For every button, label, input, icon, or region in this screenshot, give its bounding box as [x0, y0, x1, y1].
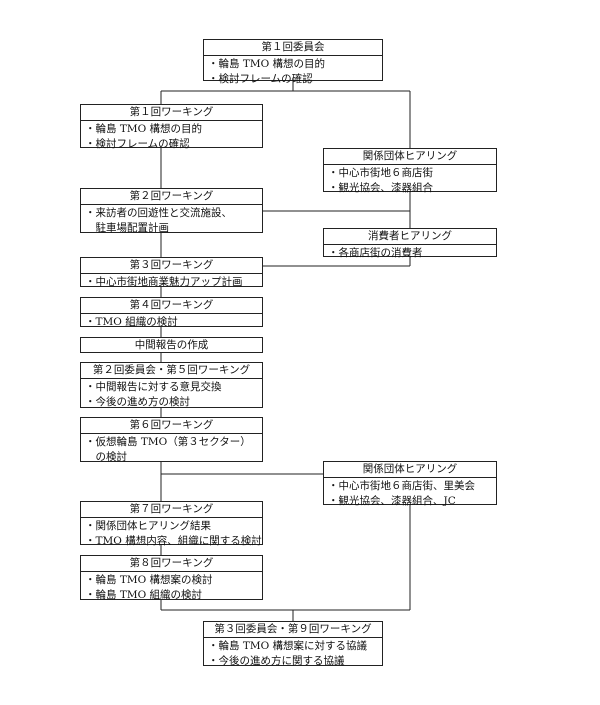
box-title: 関係団体ヒアリング [324, 149, 496, 165]
box-title: 第３回ワーキング [81, 258, 262, 274]
box-line: ・今後の進め方に関する協議 [208, 654, 345, 667]
box-line: ・輪島 TMO 構想の目的 [208, 58, 326, 70]
box-line: ・観光協会、漆器組合 [328, 181, 433, 194]
working-6-box: 第６回ワーキング ・仮想輪島 TMO（第３セクター） の検討 [80, 417, 263, 463]
consumer-hearing-box: 消費者ヒアリング ・各商店街の消費者 [323, 228, 497, 259]
box-line: ・輪島 TMO 構想案に対する協議 [208, 640, 368, 652]
box-line: ・各商店街の消費者 [328, 247, 423, 259]
interim-report-box: 中間報告の作成 [80, 337, 263, 353]
box-line: ・観光協会、漆器組合、JC [328, 494, 456, 507]
committee-2-working-5-box: 第２回委員会・第５回ワーキング ・中間報告に対する意見交換 ・今後の進め方の検討 [80, 362, 263, 408]
org-hearing-1-box: 関係団体ヒアリング ・中心市街地６商店街 ・観光協会、漆器組合 [323, 148, 497, 194]
box-line: ・TMO 組織の検討 [85, 316, 178, 328]
box-line: 駐車場配置計画 [85, 221, 169, 234]
box-line: ・仮想輪島 TMO（第３セクター） [85, 436, 251, 448]
working-1-box: 第１回ワーキング ・輪島 TMO 構想の目的 ・検討フレームの確認 [80, 104, 263, 150]
box-line: ・輪島 TMO 組織の検討 [85, 588, 203, 601]
box-line: ・輪島 TMO 構想案の検討 [85, 574, 213, 586]
working-8-box: 第８回ワーキング ・輪島 TMO 構想案の検討 ・輪島 TMO 組織の検討 [80, 555, 263, 601]
box-line: ・検討フレームの確認 [208, 72, 313, 85]
box-title: 第８回ワーキング [81, 556, 262, 572]
committee-1-box: 第１回委員会 ・輪島 TMO 構想の目的 ・検討フレームの確認 [203, 39, 383, 85]
box-line: ・中心市街地６商店街 [328, 167, 433, 179]
box-line: ・検討フレームの確認 [85, 137, 190, 150]
box-title: 第１回ワーキング [81, 105, 262, 121]
committee-3-working-9-box: 第３回委員会・第９回ワーキング ・輪島 TMO 構想案に対する協議 ・今後の進め… [203, 621, 383, 667]
box-title: 第３回委員会・第９回ワーキング [204, 622, 382, 638]
box-title: 関係団体ヒアリング [324, 462, 496, 478]
box-title: 消費者ヒアリング [324, 229, 496, 245]
org-hearing-2-box: 関係団体ヒアリング ・中心市街地６商店街、里美会 ・観光協会、漆器組合、JC [323, 461, 497, 507]
box-line: ・TMO 構想内容、組織に関する検討 [85, 534, 262, 547]
box-line: ・来訪者の回遊性と交流施設、 [85, 207, 232, 219]
box-title: 第２回委員会・第５回ワーキング [81, 363, 262, 379]
box-title: 第４回ワーキング [81, 298, 262, 314]
box-title: 第１回委員会 [204, 40, 382, 56]
box-line: ・中心市街地商業魅力アップ計画 [85, 276, 243, 288]
box-line: ・中心市街地６商店街、里美会 [328, 480, 475, 492]
working-7-box: 第７回ワーキング ・関係団体ヒアリング結果 ・TMO 構想内容、組織に関する検討 [80, 501, 263, 547]
box-line: ・中間報告に対する意見交換 [85, 381, 222, 393]
working-2-box: 第２回ワーキング ・来訪者の回遊性と交流施設、 駐車場配置計画 [80, 188, 263, 234]
box-title: 第６回ワーキング [81, 418, 262, 434]
working-4-box: 第４回ワーキング ・TMO 組織の検討 [80, 297, 263, 328]
box-line: ・関係団体ヒアリング結果 [85, 520, 211, 532]
working-3-box: 第３回ワーキング ・中心市街地商業魅力アップ計画 [80, 257, 263, 288]
box-line: ・輪島 TMO 構想の目的 [85, 123, 203, 135]
box-title: 第２回ワーキング [81, 189, 262, 205]
box-title: 第７回ワーキング [81, 502, 262, 518]
box-line: の検討 [85, 450, 127, 463]
box-title: 中間報告の作成 [134, 339, 209, 351]
box-line: ・今後の進め方の検討 [85, 395, 190, 408]
